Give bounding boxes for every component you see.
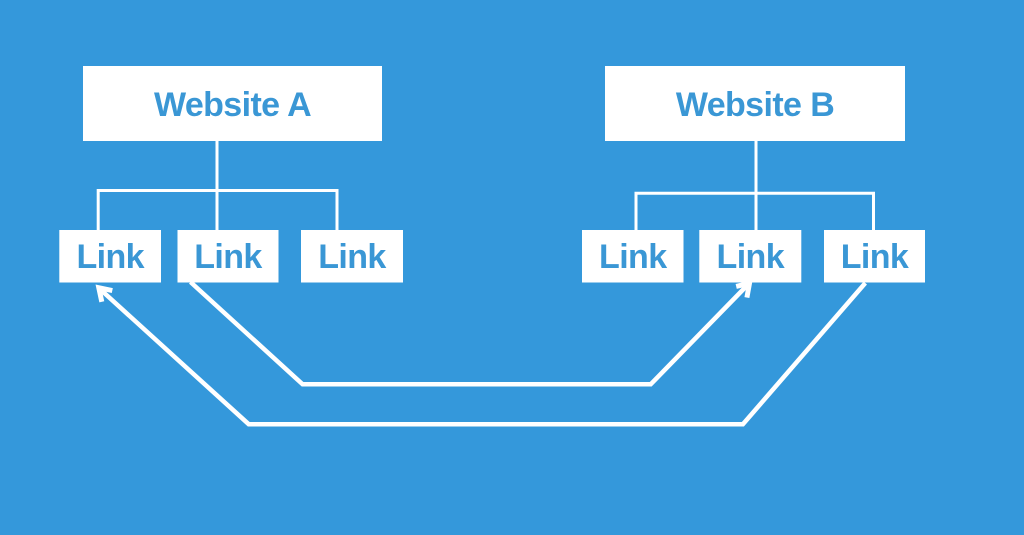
svg-text:Link: Link <box>717 238 785 276</box>
svg-text:Link: Link <box>76 238 144 276</box>
svg-text:Link: Link <box>194 238 262 276</box>
svg-text:Link: Link <box>599 238 667 276</box>
svg-text:Website B: Website B <box>676 86 834 124</box>
svg-text:Link: Link <box>841 238 909 276</box>
svg-text:Website A: Website A <box>154 86 311 124</box>
svg-text:Link: Link <box>318 238 386 276</box>
